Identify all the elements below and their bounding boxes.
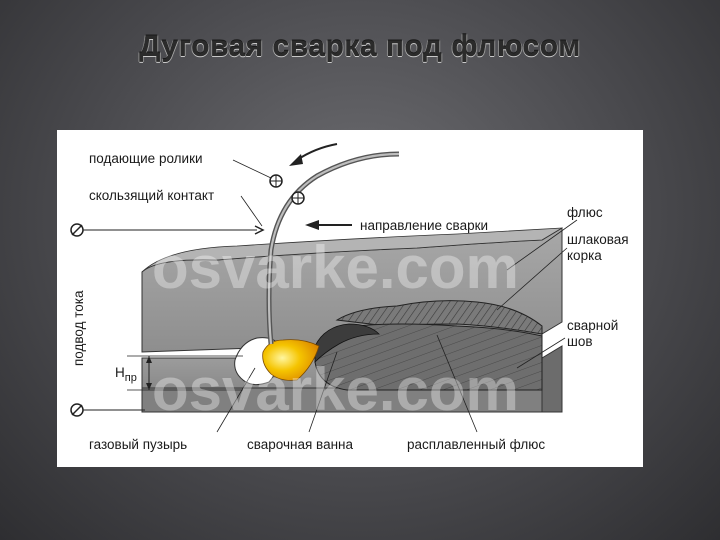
feed-arrow-head <box>289 154 303 166</box>
leader-pool <box>308 351 338 433</box>
flux-top <box>141 227 563 273</box>
leader-molten <box>436 334 478 433</box>
submerged-arc-welding-diagram: osvarke.com osvarke.com подающие ролики … <box>70 143 629 452</box>
label-penetration: Hпр <box>115 365 137 384</box>
label-penetration-h: H <box>115 365 125 380</box>
terminal-top <box>70 223 84 237</box>
label-welding-direction: направление сварки <box>360 218 488 233</box>
weld-pool <box>262 339 320 381</box>
watermark-bottom: osvarke.com <box>152 356 519 423</box>
sliding-contact <box>254 225 265 235</box>
label-feed-rollers: подающие ролики <box>89 151 203 166</box>
label-flux: флюс <box>567 205 603 220</box>
leader-slag <box>496 247 568 311</box>
leader-contact <box>240 195 263 227</box>
watermark-top: osvarke.com <box>152 234 519 301</box>
diagram-panel: osvarke.com osvarke.com подающие ролики … <box>57 130 643 467</box>
base-metal-side <box>541 345 563 413</box>
molten-flux <box>314 323 380 363</box>
feed-roller-left <box>269 174 283 188</box>
slide-title: Дуговая сварка под флюсом <box>139 30 581 63</box>
feed-arrow <box>296 143 338 161</box>
feed-roller-right <box>291 191 305 205</box>
leader-seam <box>516 337 566 369</box>
label-slag-crust-1: шлаковая <box>567 232 629 247</box>
label-gas-bubble: газовый пузырь <box>89 437 187 452</box>
terminal-bottom <box>70 403 84 417</box>
label-sliding-contact: скользящий контакт <box>89 188 214 203</box>
label-molten-flux: расплавленный флюс <box>407 437 545 452</box>
label-weld-seam-1: сварной <box>567 318 618 333</box>
label-penetration-sub: пр <box>125 372 137 384</box>
label-current-supply: подвод тока <box>71 290 86 366</box>
label-weld-seam-2: шов <box>567 334 593 349</box>
leader-bubble <box>216 367 256 433</box>
label-weld-pool: сварочная ванна <box>247 437 353 452</box>
leader-flux <box>506 219 578 271</box>
label-slag-crust-2: корка <box>567 248 602 263</box>
leader-rollers <box>232 159 272 179</box>
